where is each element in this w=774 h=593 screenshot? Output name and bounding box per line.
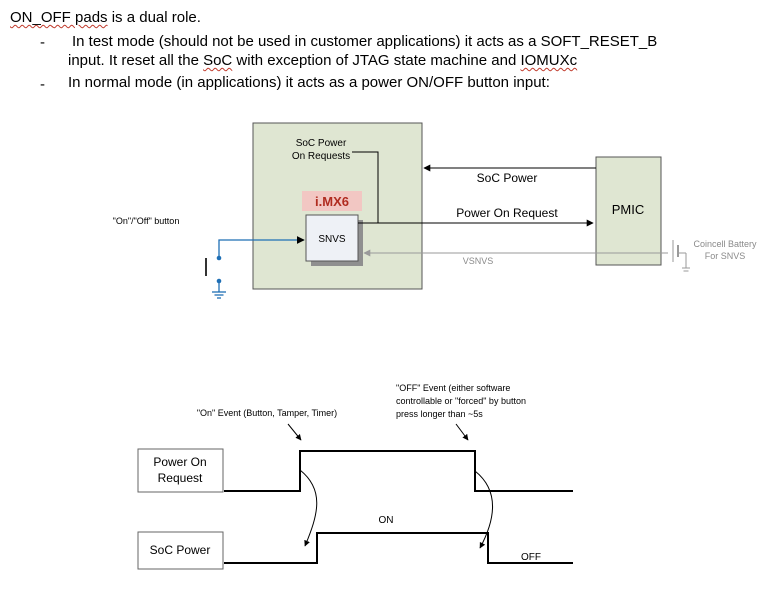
coincell-label-line1: Coincell Battery (693, 239, 757, 249)
button-label: "On"/"Off" button (113, 216, 180, 226)
block-diagram: SoC Power On Requests i.MX6 SNVS PMIC So… (113, 122, 757, 299)
bullet-marker-1: - (40, 34, 45, 51)
bullet1-line2: input. It reset all the SoC with excepti… (68, 51, 577, 70)
snvs-box (305, 214, 359, 262)
timing-diagram: "On" Event (Button, Tamper, Timer) "OFF"… (137, 383, 573, 570)
bullet-marker-2: - (40, 76, 45, 93)
vsnvs-signal-label: VSNVS (463, 256, 494, 266)
snvs-label: SNVS (318, 234, 346, 245)
soc-power-requests-label-line1: SoC Power (296, 138, 347, 149)
power-on-request-row-label-line1: Power On (153, 455, 206, 469)
requests-wire (352, 151, 379, 223)
heading-on-off-part1: ON_O (10, 9, 53, 26)
soc-power-signal-label: SoC Power (477, 171, 538, 185)
power-on-request-row-label-line2: Request (158, 471, 203, 485)
power-on-request-signal-label: Power On Request (456, 206, 558, 220)
bullet1-line2-text-b: with exception of JTAG state machine and (232, 52, 521, 69)
on-state-label: ON (379, 515, 394, 526)
pmic-label: PMIC (612, 202, 645, 217)
soc-power-row-label: SoC Power (150, 543, 211, 557)
power-on-request-row-box (137, 448, 224, 493)
soc-power-row-box (137, 531, 224, 570)
off-event-label-line3: press longer than ~5s (396, 409, 483, 419)
on-causal-arrow (299, 469, 318, 547)
button-wire (218, 236, 305, 256)
on-event-arrow (287, 423, 302, 441)
coincell-label-line2: For SNVS (705, 251, 746, 261)
document-heading: ON_OFF pads is a dual role. (10, 8, 201, 27)
off-event-label-line1: "OFF" Event (either software (396, 383, 510, 393)
soc-power-requests-label-line2: On Requests (292, 151, 350, 162)
off-event-arrow (455, 423, 469, 441)
bullet1-line1: In test mode (should not be used in cust… (72, 33, 658, 50)
on-event-label: "On" Event (Button, Tamper, Timer) (197, 408, 337, 418)
bullet1-iomuxc-word: IOMUXc (520, 52, 578, 69)
ground-icon (212, 291, 226, 299)
heading-rest: is a dual role. (107, 9, 201, 26)
imx6-label-box (302, 191, 362, 211)
off-causal-arrow (474, 470, 493, 549)
coincell-battery-icon (672, 240, 690, 272)
off-state-label: OFF (521, 552, 541, 563)
bullet1-soc-word: SoC (203, 52, 233, 69)
power-on-request-waveform (224, 450, 573, 492)
soc-power-waveform (224, 532, 573, 564)
bullet1-line2-text-a: input. It reset all the (68, 52, 204, 69)
pmic-box (595, 156, 662, 266)
heading-on-off-part2: FF pads (52, 9, 108, 26)
push-button-icon (205, 255, 222, 292)
bullet2-line: In normal mode (in applications) it acts… (68, 74, 550, 91)
off-event-label-line2: controllable or "forced" by button (396, 396, 526, 406)
imx6-label: i.MX6 (315, 194, 349, 209)
